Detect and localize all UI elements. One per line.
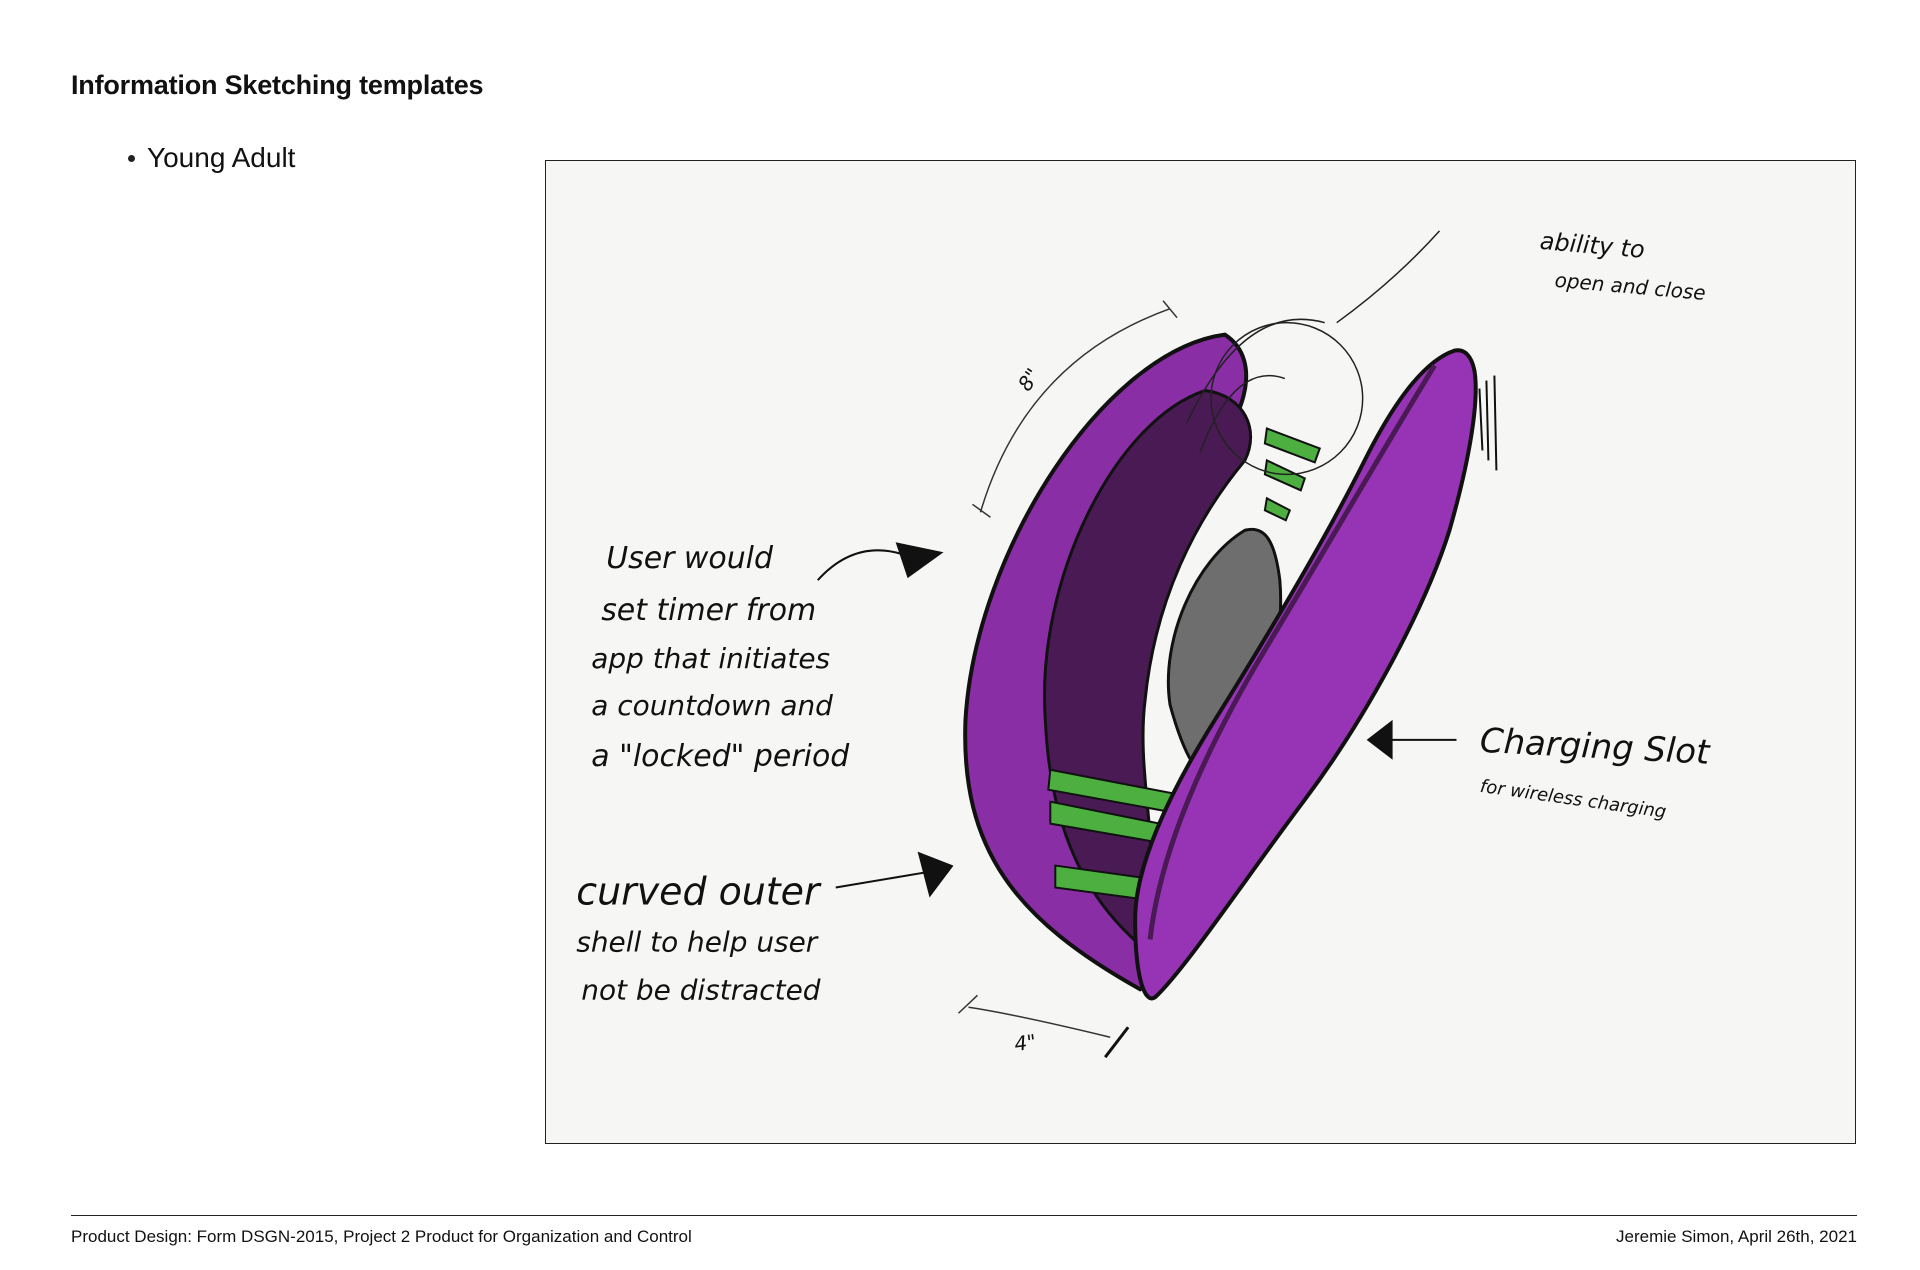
width-dimension-tick-left [958,995,977,1013]
annotation-curved-2: shell to help user [576,925,819,958]
width-dimension-tick-right [1105,1027,1128,1057]
width-dimension-label: 4" [1013,1029,1038,1056]
bullet-item: Young Adult [128,142,295,174]
height-dimension-tick-top [1163,301,1177,318]
timer-arrow-line [818,550,906,580]
height-dimension-label: 8" [1013,364,1045,396]
footer-course-info: Product Design: Form DSGN-2015, Project … [71,1227,692,1247]
annotation-charging-2: for wireless charging [1479,776,1668,823]
annotation-timer-4: a countdown and [591,689,833,722]
bullet-list: Young Adult [128,142,295,174]
footer-divider [71,1215,1857,1216]
curved-arrow-head [918,852,954,898]
annotation-open-close-1: ability to [1539,227,1646,264]
bullet-label: Young Adult [147,142,295,174]
annotation-timer-1: User would [606,541,774,576]
annotation-timer-2: set timer from [601,593,816,628]
charging-arrow-head [1367,720,1393,760]
annotation-charging-1: Charging Slot [1479,722,1712,773]
product-sketch: 8" 4" ability to open and close User wo [546,161,1855,1143]
width-dimension-line [968,1007,1110,1037]
stripe-4 [1265,428,1320,462]
stripe-5 [1265,460,1305,490]
page-title: Information Sketching templates [71,70,483,101]
annotation-open-close-2: open and close [1554,268,1707,305]
curved-arrow-line [836,872,931,888]
annotation-timer-5: a "locked" period [591,739,850,774]
timer-arrow-head [896,542,944,578]
footer-author-date: Jeremie Simon, April 26th, 2021 [1616,1227,1857,1247]
stripe-6 [1265,498,1290,520]
annotation-curved-3: not be distracted [581,973,821,1006]
sketch-frame: 8" 4" ability to open and close User wo [545,160,1856,1144]
hinge-callout-line [1337,231,1440,323]
annotation-curved-1: curved outer [576,869,822,913]
annotation-timer-3: app that initiates [591,642,830,675]
height-dimension-tick-bottom [972,504,990,517]
bullet-dot-icon [128,155,135,162]
front-lid-hatch [1479,376,1496,471]
